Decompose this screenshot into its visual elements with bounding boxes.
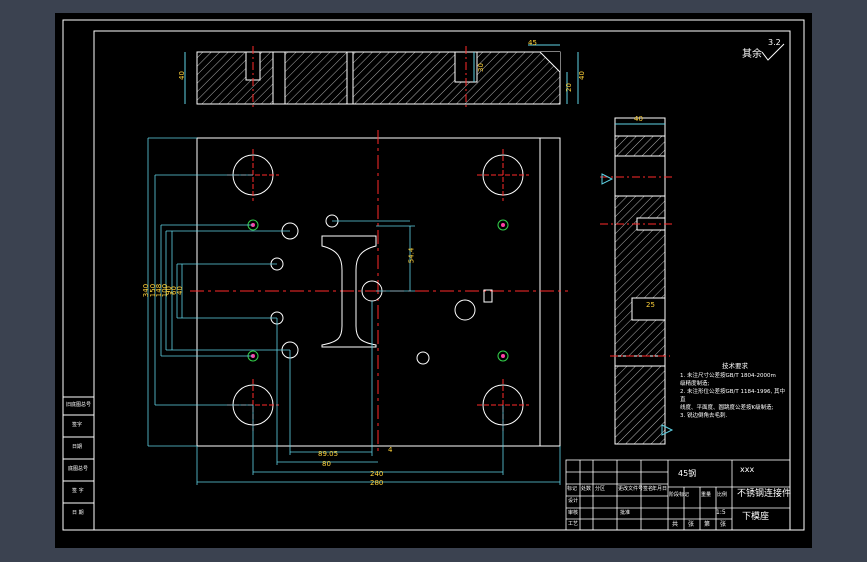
title-role-label: 工艺 — [568, 521, 579, 527]
roughness-label: 其余 — [742, 49, 762, 60]
title-company: xxx — [740, 465, 755, 474]
title-stage-label: 阶段标记 — [669, 492, 690, 498]
title-stage-label: 比例 — [717, 492, 728, 498]
inner-border — [93, 30, 791, 531]
title-drawing-name: 不锈钢连接件 — [737, 489, 792, 499]
dim-top-height-right: 40 — [577, 71, 586, 80]
left-strip-cell: 日期 — [72, 444, 83, 450]
left-strip-cell: 底图总号 — [68, 466, 89, 472]
title-material: 45钢 — [678, 469, 697, 478]
technical-note-line: 1. 未注尺寸公差按GB/T 1804-2000m — [680, 373, 776, 379]
title-role-label: 设计 — [568, 498, 579, 504]
title-revision-label: 标记 — [567, 486, 578, 492]
left-strip-cell: 日 期 — [72, 510, 84, 516]
die-opening — [321, 235, 377, 348]
title-revision-label: 更改文件号 — [618, 486, 644, 492]
left-strip-cell: 签 字 — [72, 488, 84, 494]
dim-top-step: 20 — [564, 83, 573, 92]
title-revision-label: 处数 — [581, 486, 592, 492]
side-view — [600, 117, 674, 445]
title-block — [565, 459, 791, 531]
dim-left-6: 40 — [175, 286, 184, 295]
title-stage-value: 1:5 — [716, 509, 726, 516]
dim-top-height-left: 40 — [177, 71, 186, 80]
technical-note-line: 线度、平面度、圆跳度公差按K级制造; — [680, 405, 774, 411]
technical-notes-title: 技术要求 — [722, 362, 748, 370]
main-view — [147, 130, 568, 485]
title-sheet-label: 共 — [672, 521, 679, 528]
roughness-symbol — [761, 43, 785, 61]
roughness-value: 3.2 — [768, 38, 781, 47]
technical-note-line: 2. 未注形位公差按GB/T 1184-1996, 其中直 — [680, 389, 785, 403]
left-strip-cell: 签字 — [72, 422, 83, 428]
title-revision-label: 年月日 — [652, 486, 668, 492]
left-info-strip — [62, 396, 95, 531]
dim-slot-height: 54.4 — [407, 247, 416, 264]
title-stage-label: 重量 — [701, 492, 712, 498]
title-part-name: 下模座 — [742, 512, 770, 522]
title-revision-label: 分区 — [595, 486, 606, 492]
technical-note-line: 级精度制造; — [680, 381, 710, 387]
left-strip-cell: 旧底图总号 — [66, 402, 92, 408]
title-revision-label: 签名 — [643, 486, 654, 492]
title-role-label: 审核 — [568, 510, 579, 516]
title-role-label: 批准 — [620, 510, 631, 516]
dim-side-hole: 25 — [646, 301, 655, 309]
dim-top-width: 45 — [528, 39, 537, 47]
dim-offset-4: 4 — [388, 446, 393, 454]
dim-width-8905: 89.05 — [318, 450, 339, 458]
dim-top-slot: 30 — [476, 63, 485, 72]
dim-width-240: 240 — [370, 470, 384, 478]
top-view — [184, 44, 579, 110]
title-sheet-label: 第 — [704, 521, 711, 528]
title-sheet-label: 张 — [688, 521, 695, 528]
technical-notes: 技术要求 1. 未注尺寸公差按GB/T 1804-2000m 级精度制造; 2.… — [680, 362, 790, 420]
dim-width-80: 80 — [322, 460, 331, 468]
dim-side-width: 40 — [634, 115, 643, 123]
technical-note-line: 3. 锐边倒角去毛刺. — [680, 413, 728, 419]
title-sheet-label: 张 — [720, 521, 727, 528]
dim-width-280: 280 — [370, 479, 384, 487]
